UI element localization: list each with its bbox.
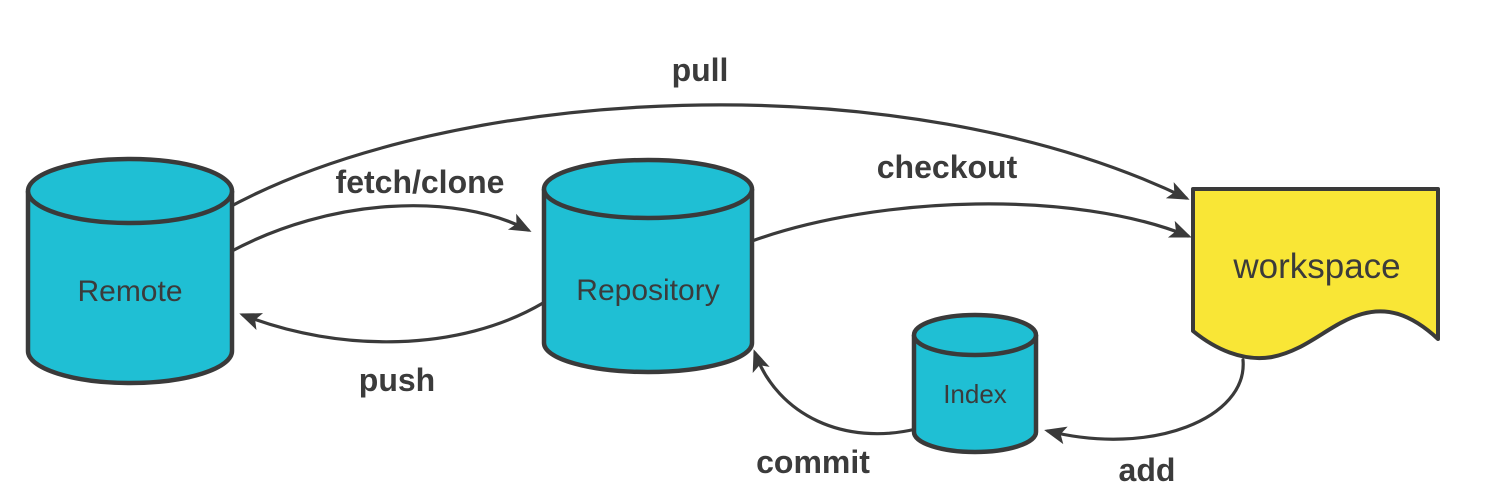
edge-fetch-clone-label: fetch/clone [336, 164, 505, 200]
edge-add-label: add [1119, 452, 1176, 488]
edge-checkout-arrow [750, 202, 1192, 243]
repository-cylinder-top [541, 157, 755, 221]
edge-fetch-clone-arrow [228, 204, 532, 254]
repository-label: Repository [576, 274, 719, 307]
edge-labels: pull fetch/clone checkout push commit ad… [336, 52, 1176, 488]
edge-checkout-label: checkout [877, 149, 1018, 185]
workspace-label: workspace [1232, 247, 1400, 286]
edge-commit-arrow [752, 349, 918, 436]
edge-pull-label: pull [672, 52, 729, 88]
node-repository: Repository [541, 157, 755, 375]
edges [222, 103, 1245, 445]
repository-cylinder-body [541, 189, 755, 375]
node-workspace: workspace [1191, 187, 1440, 360]
edge-push-arrow [239, 301, 545, 344]
edge-commit-label: commit [756, 444, 870, 480]
remote-label: Remote [77, 275, 182, 308]
workspace-document-shape [1191, 187, 1440, 360]
edge-add-arrow [1044, 358, 1245, 445]
remote-cylinder-top [25, 156, 235, 226]
edge-pull-arrow [222, 103, 1190, 212]
index-cylinder-top [911, 312, 1039, 358]
edge-push-label: push [359, 362, 435, 398]
index-label: Index [943, 379, 1007, 409]
index-cylinder-body [911, 335, 1039, 455]
remote-cylinder-body [25, 191, 235, 386]
node-remote: Remote [25, 156, 235, 386]
node-index: Index [911, 312, 1039, 455]
